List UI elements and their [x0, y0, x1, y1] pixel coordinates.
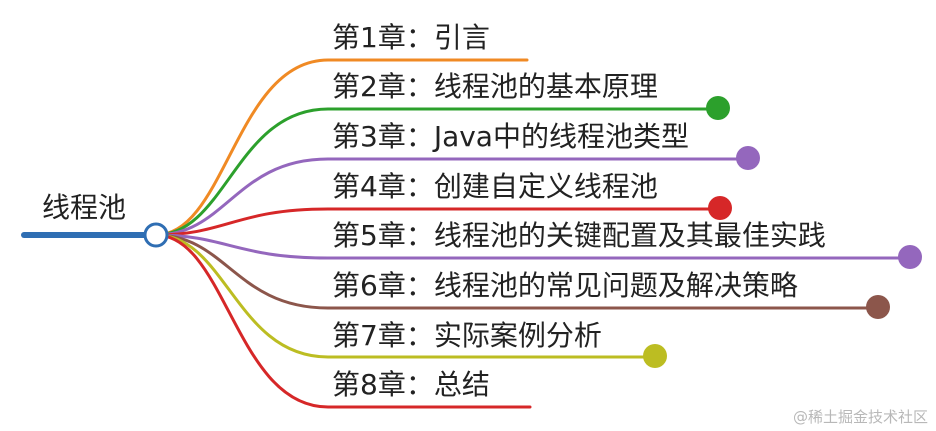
branch-collapse-dot-7[interactable]: [643, 344, 667, 368]
watermark: @稀土掘金技术社区: [792, 408, 928, 426]
branch-label-5[interactable]: 第5章：线程池的关键配置及其最佳实践: [332, 219, 826, 252]
branch-connector-3: [154, 157, 750, 237]
branch-label-1[interactable]: 第1章：引言: [332, 21, 490, 54]
branch-collapse-dot-2[interactable]: [706, 96, 730, 120]
branch-collapse-dot-4[interactable]: [708, 196, 732, 220]
root-node-label[interactable]: 线程池: [42, 191, 127, 224]
root-node-toggle[interactable]: [143, 222, 169, 248]
branch-label-2[interactable]: 第2章：线程池的基本原理: [332, 70, 658, 103]
branch-label-7[interactable]: 第7章：实际案例分析: [332, 319, 602, 352]
branch-connector-5: [154, 233, 912, 260]
branch-connector-2: [154, 107, 720, 237]
branch-connector-6: [154, 233, 880, 310]
branch-connector-4: [154, 207, 722, 237]
branch-connector-1: [154, 58, 529, 237]
branch-connector-8: [154, 233, 532, 409]
branch-collapse-dot-6[interactable]: [866, 295, 890, 319]
branch-label-3[interactable]: 第3章：Java中的线程池类型: [332, 120, 689, 153]
branch-connector-7: [154, 233, 657, 359]
branch-label-4[interactable]: 第4章：创建自定义线程池: [332, 170, 658, 203]
branch-label-6[interactable]: 第6章：线程池的常见问题及解决策略: [332, 269, 798, 302]
branch-collapse-dot-3[interactable]: [736, 146, 760, 170]
branch-label-8[interactable]: 第8章：总结: [332, 368, 490, 401]
branch-collapse-dot-5[interactable]: [898, 245, 922, 269]
